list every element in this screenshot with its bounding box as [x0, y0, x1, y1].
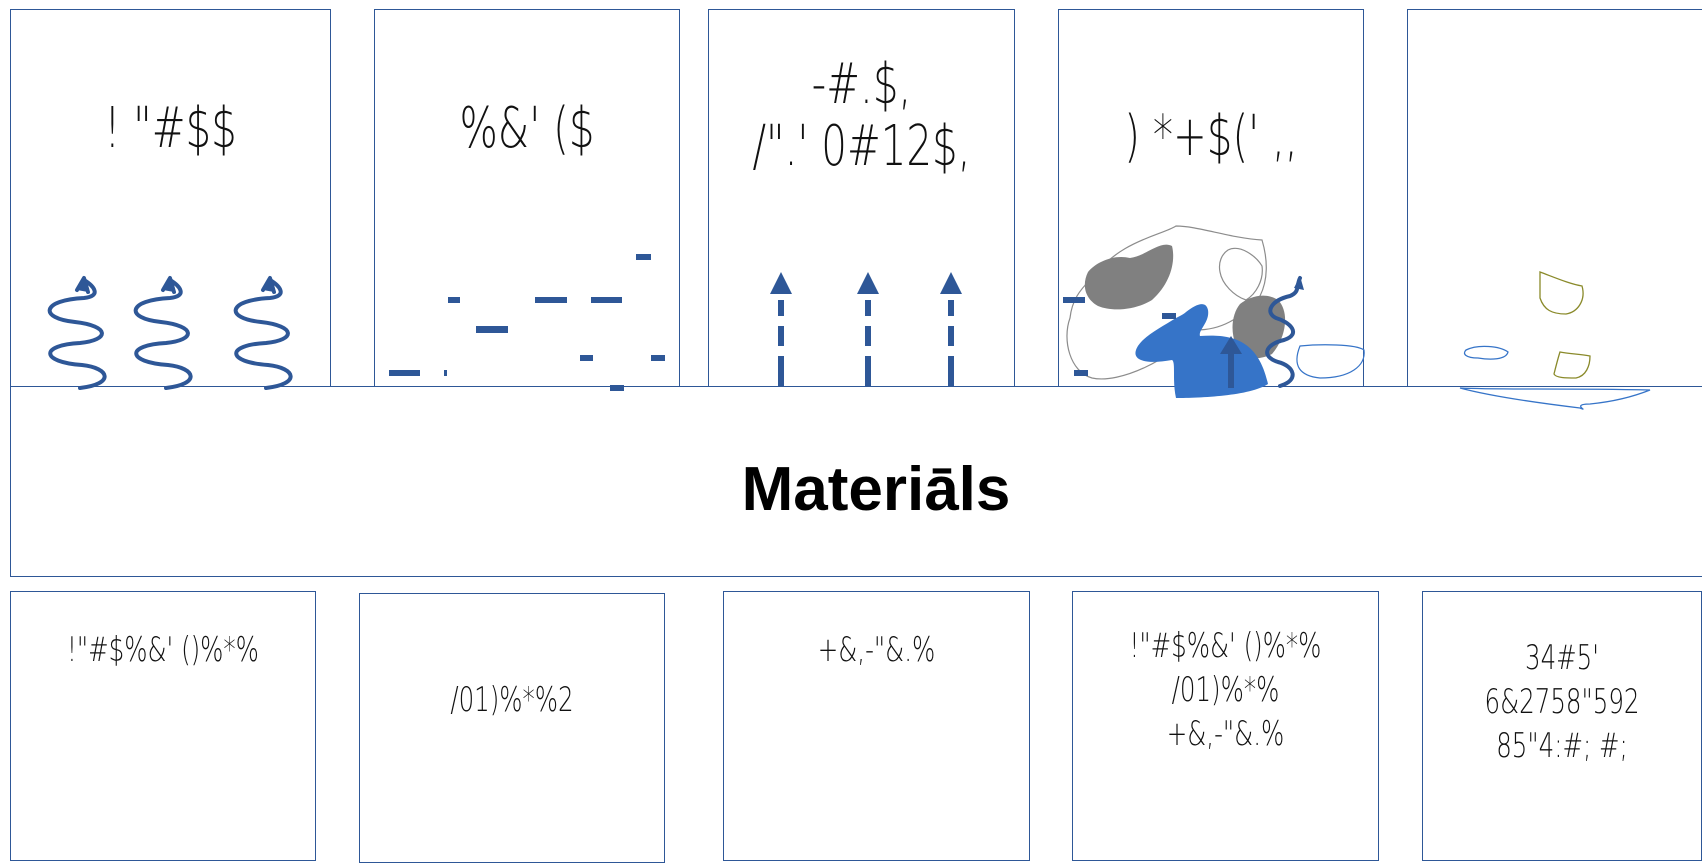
panel-bottom-4-label: !"#$%&' ()%*% /01)%*% +&,-"&.% — [1129, 626, 1322, 754]
panel-bottom-1: !"#$%&' ()%*% — [10, 591, 316, 861]
panel-bottom-5-label: 34#5' 6&2758"592 85"4:#; #; — [1484, 638, 1640, 766]
panel-top-4-label: ) *+$(' ,, — [1124, 104, 1298, 169]
dashed-up-arrow-icon — [940, 272, 962, 386]
material-band — [10, 386, 1702, 577]
spiral-arrow-icon — [47, 276, 107, 390]
panel-bottom-4: !"#$%&' ()%*% /01)%*% +&,-"&.% — [1072, 591, 1379, 861]
band-title: Materiāls — [741, 455, 1011, 524]
dashed-up-arrow-icon — [857, 272, 879, 386]
panel-top-2: %&' ($ — [374, 9, 680, 388]
spiral-arrow-icon — [133, 276, 193, 390]
panel-bottom-2: /01)%*%2 — [359, 593, 665, 863]
panel-bottom-2-label: /01)%*%2 — [450, 680, 574, 720]
panel-bottom-1-label: !"#$%&' ()%*% — [67, 630, 259, 670]
panel-bottom-5: 34#5' 6&2758"592 85"4:#; #; — [1422, 591, 1702, 861]
material-blobs-illustration — [1063, 225, 1365, 398]
dash-particles-icon — [389, 254, 665, 391]
panel-top-2-label: %&' ($ — [459, 96, 595, 161]
panel-top-4: ) *+$(' ,, — [1058, 9, 1364, 388]
panel-top-3: -#.$, /".' 0#12$, — [708, 9, 1015, 388]
particle-outlines-illustration — [1459, 271, 1651, 410]
panel-top-5 — [1407, 9, 1702, 388]
spiral-arrow-icon — [233, 276, 293, 390]
panel-top-1-label: ! "#$$ — [104, 96, 237, 161]
dashed-up-arrow-icon — [770, 272, 792, 386]
panel-bottom-3: +&,-"&.% — [723, 591, 1030, 861]
panel-bottom-3-label: +&,-"&.% — [817, 630, 936, 670]
panel-top-3-label: -#.$, /".' 0#12$, — [752, 52, 971, 179]
